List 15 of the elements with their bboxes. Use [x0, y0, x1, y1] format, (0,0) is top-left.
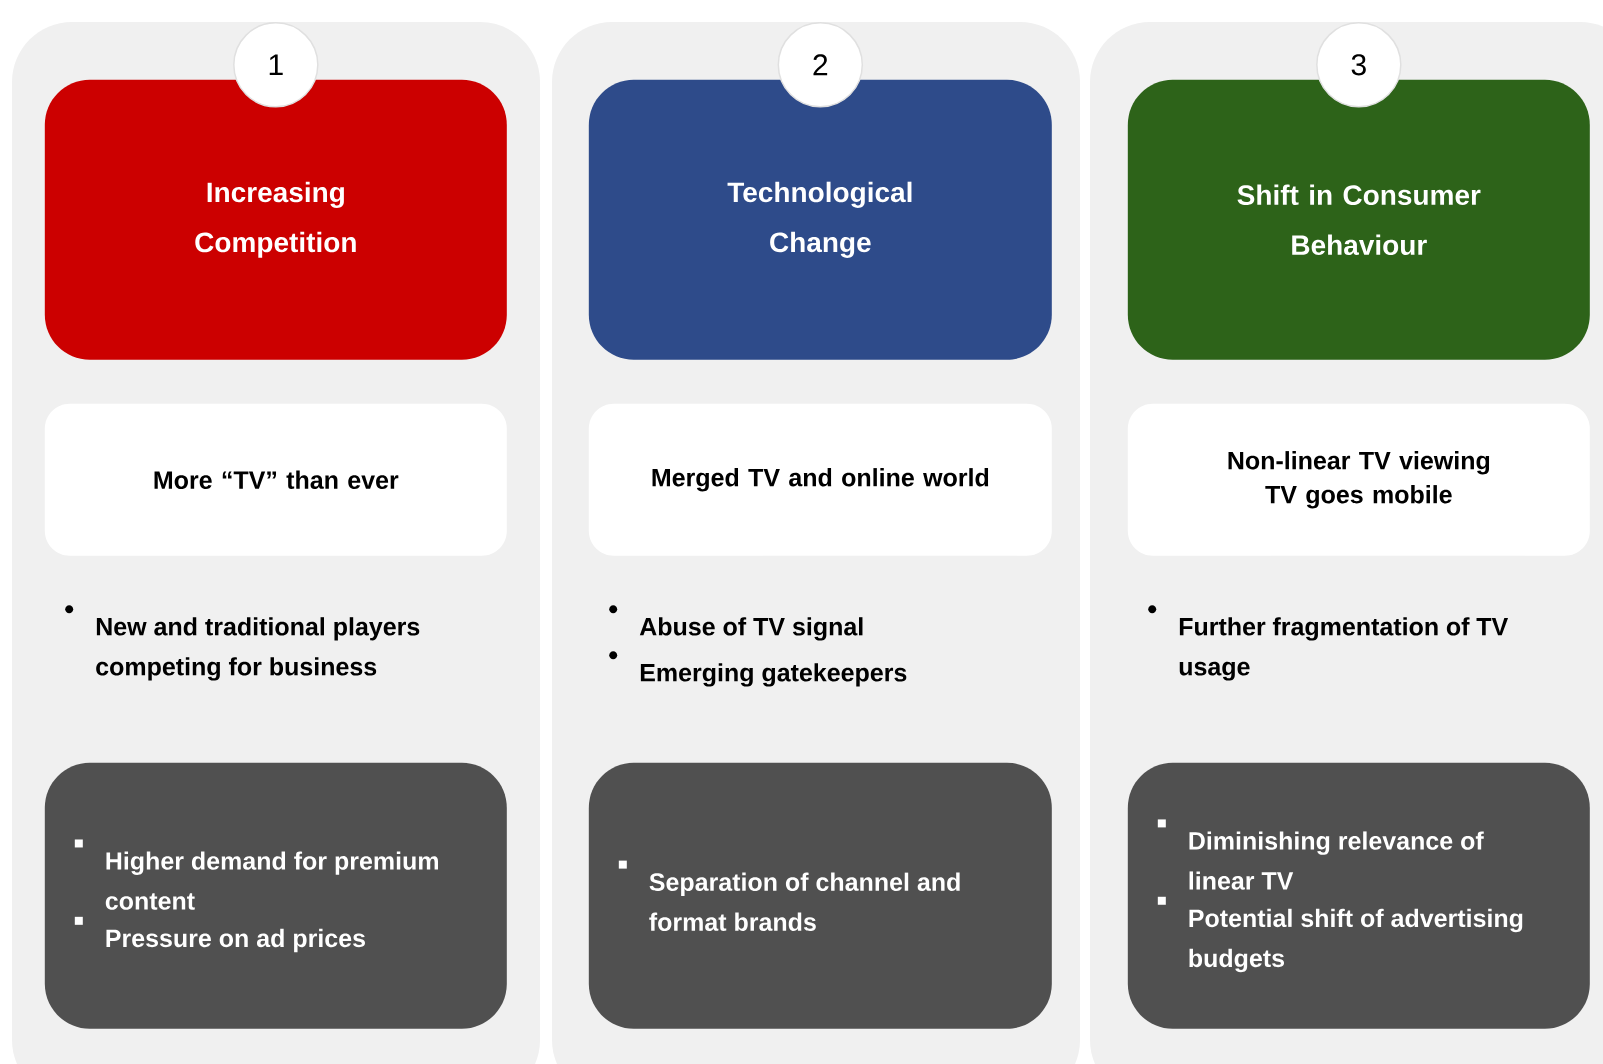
- summary-box: Merged TV and online world: [588, 403, 1052, 556]
- number-badge: 2: [777, 22, 864, 108]
- summary-box: More “TV” than ever: [44, 403, 507, 556]
- number-badge: 3: [1316, 22, 1402, 108]
- bullet-list: Further fragmentation of TV usage: [1148, 605, 1509, 681]
- number-badge: 1: [233, 22, 319, 108]
- impact-box: Diminishing relevance of linear TV Potential shift of advertising budgets: [1127, 762, 1590, 1029]
- category-box: Shift in Consumer Behaviour: [1127, 79, 1590, 360]
- summary-box: Non-linear TV viewing TV goes mobile: [1127, 403, 1590, 556]
- category-box: Increasing Competition: [44, 79, 507, 360]
- category-box: Technological Change: [588, 79, 1052, 360]
- impact-box: Higher demand for premium content Pressure on ad prices: [44, 762, 507, 1029]
- bullet-list: Abuse of TV signal Emerging gatekeepers: [609, 605, 907, 687]
- impact-box: Separation of channel and format brands: [588, 762, 1052, 1029]
- bullet-list: New and traditional players competing for business: [65, 605, 420, 681]
